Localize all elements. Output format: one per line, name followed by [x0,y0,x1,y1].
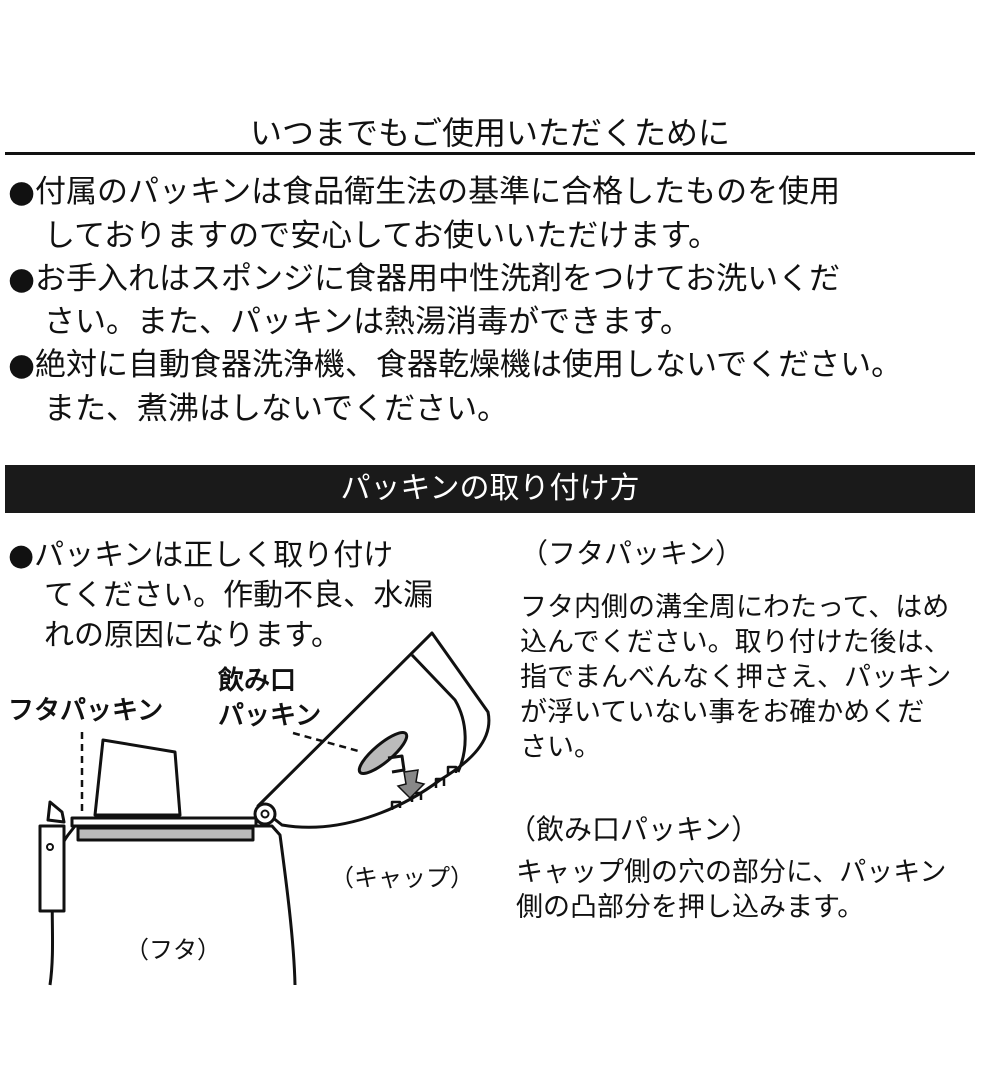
install-bullet-line-2: てください。作動不良、水漏 [44,578,434,613]
install-bullet-line-1: ●パッキンは正しく取り付け [8,538,394,573]
lid-packing-line: 込んでください。取り付けた後は、 [520,627,951,658]
spout-packing-heading: （飲み口パッキン） [508,813,760,846]
bullet-2-line-2: さい。また、パッキンは熱湯消毒ができます。 [44,304,691,340]
label-spout-packing-1: 飲み口 [218,666,297,696]
label-spout-packing-2: パッキン [218,701,322,731]
cap-inner-line [410,653,467,773]
section-title-care: いつまでもご使用いただくために [249,114,730,152]
latch-hole [46,843,54,851]
title-divider [5,152,975,155]
cap-slots [390,765,458,810]
spout [93,738,182,817]
arrow-icon [396,769,426,800]
section-banner-installation: パッキンの取り付け方 [5,465,975,513]
label-lid-packing: フタパッキン [8,696,164,726]
label-cap: （キャップ） [330,864,474,892]
lid-packing-line: が浮いていない事をお確かめくだ [520,697,925,728]
bullet-3-line-1: ●絶対に自動食器洗浄機、食器乾燥機は使用しないでください。 [8,347,903,383]
bullet-1-line-1: ●付属のパッキンは食品衛生法の基準に合格したものを使用 [8,174,841,210]
lid-packing-line: さい。 [520,732,601,763]
spout-packing-line: キャップ側の穴の部分に、パッキン [516,857,947,888]
lid-packing-rail [76,826,255,842]
spout-packing-line: 側の凸部分を押し込みます。 [516,892,865,923]
install-bullet-line-3: れの原因になります。 [44,618,341,653]
hinge-pin [260,809,270,819]
packing-stem [387,754,406,774]
latch [38,824,66,913]
latch-tooth [46,800,66,824]
lid-top-plate [70,816,258,828]
lid-packing-line: フタ内側の溝全周にわたって、はめ [520,592,950,623]
bullet-3-line-2: また、煮沸はしないでください。 [44,391,509,427]
bullet-2-line-1: ●お手入れはスポンジに食器用中性洗剤をつけてお洗いくだ [8,261,841,297]
lid-packing-line: 指でまんべんなく押さえ、パッキン [520,662,952,693]
lid-packing-heading: （フタパッキン） [520,537,744,570]
label-lid: （フタ） [125,936,221,964]
spout-packing [357,731,409,775]
hinge [253,802,277,826]
bullet-1-line-2: しておりますので安心してお使いいただけます。 [44,218,720,254]
